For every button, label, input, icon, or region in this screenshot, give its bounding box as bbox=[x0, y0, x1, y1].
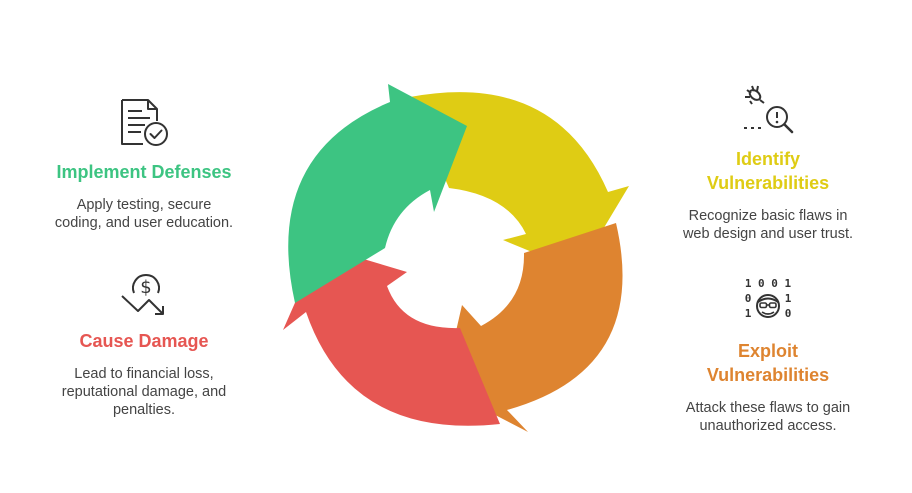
exploit-block: Exploit Vulnerabilities Attack these fla… bbox=[658, 339, 878, 435]
identify-title-line: Identify bbox=[735, 149, 800, 169]
dollar-down-trend-icon: $ bbox=[121, 274, 164, 315]
damage-description-line: Lead to financial loss, bbox=[74, 366, 214, 382]
identify-arrow bbox=[410, 92, 629, 271]
defenses-description-line: coding, and user education. bbox=[54, 215, 234, 231]
exploit-description-line: Attack these flaws to gain bbox=[685, 400, 851, 416]
damage-block: Cause Damage Lead to financial loss, rep… bbox=[34, 329, 254, 419]
exploit-title-line: Exploit bbox=[737, 341, 798, 361]
defenses-title: Implement Defenses bbox=[56, 162, 232, 182]
binary-left-digit: 0 bbox=[745, 292, 752, 305]
damage-description: Lead to financial loss, reputational dam… bbox=[34, 365, 254, 419]
exploit-description-line: unauthorized access. bbox=[699, 418, 837, 434]
defenses-block: Implement Defenses Apply testing, secure… bbox=[30, 160, 258, 232]
identify-title-line: Vulnerabilities bbox=[706, 173, 830, 193]
dollar-glyph: $ bbox=[140, 277, 151, 298]
exploit-description: Attack these flaws to gain unauthorized … bbox=[658, 399, 878, 435]
bug-magnifier-icon bbox=[744, 85, 794, 134]
identify-description: Recognize basic flaws in web design and … bbox=[658, 207, 878, 243]
hacker-binary-icon: 1 0 0 1 0 1 1 0 bbox=[745, 277, 792, 320]
binary-right-digit: 0 bbox=[785, 307, 792, 320]
exploit-title: Exploit Vulnerabilities bbox=[658, 339, 878, 387]
binary-top-digits: 1 0 0 1 bbox=[745, 277, 792, 290]
defenses-arrow bbox=[288, 84, 467, 303]
identify-description-line: Recognize basic flaws in bbox=[688, 208, 848, 224]
defenses-description-line: Apply testing, secure bbox=[76, 197, 212, 213]
document-check-icon bbox=[121, 99, 168, 146]
binary-left-digit: 1 bbox=[745, 307, 752, 320]
identify-block: Identify Vulnerabilities Recognize basic… bbox=[658, 147, 878, 243]
exploit-arrow bbox=[443, 223, 623, 432]
identify-title: Identify Vulnerabilities bbox=[658, 147, 878, 195]
damage-description-line: penalties. bbox=[112, 402, 176, 418]
damage-description-line: reputational damage, and bbox=[61, 384, 227, 400]
exploit-title-line: Vulnerabilities bbox=[706, 365, 830, 385]
damage-title: Cause Damage bbox=[79, 331, 209, 351]
identify-description-line: web design and user trust. bbox=[682, 226, 854, 242]
binary-right-digit: 1 bbox=[785, 292, 792, 305]
defenses-description: Apply testing, secure coding, and user e… bbox=[30, 196, 258, 232]
damage-arrow bbox=[283, 246, 500, 426]
